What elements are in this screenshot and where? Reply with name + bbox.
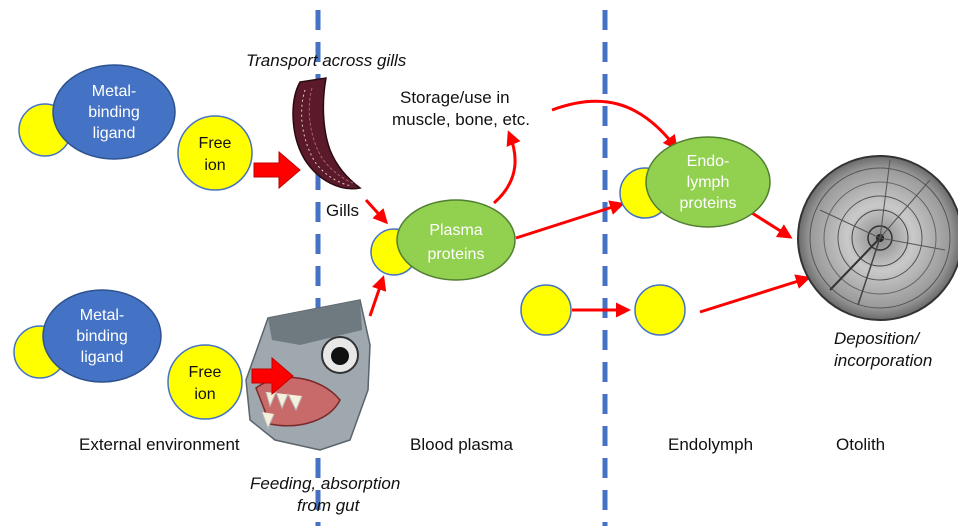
arrow-plasma-to-storage [494,133,515,203]
blood-plasma-label: Blood plasma [410,435,514,454]
otolith-label: Otolith [836,435,885,454]
endolymph-proteins-line2: lymph [687,174,730,191]
storage-label-line2: muscle, bone, etc. [392,110,530,129]
ligand-bottom-line1: Metal- [80,307,124,324]
plasma-proteins-line1: Plasma [429,222,482,239]
gill-image [293,78,360,189]
otolith-image [798,156,958,320]
endolymph-proteins-line1: Endo- [687,153,730,170]
free-ion-plasma [521,285,571,335]
ligand-bottom-line2: binding [76,328,128,345]
feeding-label-line2: from gut [297,496,361,515]
arrow-storage-to-endolymph [552,101,676,148]
free-ion-top-line1: Free [199,135,232,152]
arrow-endolymph-to-otolith [752,213,790,237]
arrow-ion-to-otolith [700,278,808,312]
plasma-proteins-node [397,200,515,280]
deposition-label-line1: Deposition/ [834,329,921,348]
arrow-gut-to-plasma [370,278,383,316]
endolymph-label: Endolymph [668,435,753,454]
free-ion-top-line2: ion [204,157,225,174]
ligand-top-line2: binding [88,104,140,121]
ligand-top-line3: ligand [93,125,136,142]
gills-label: Gills [326,201,359,220]
plasma-proteins-line2: proteins [428,246,485,263]
arrow-gills-to-plasma [366,200,386,222]
free-ion-endolymph [635,285,685,335]
feeding-label-line1: Feeding, absorption [250,474,400,493]
free-ion-bottom-line2: ion [194,386,215,403]
storage-label-line1: Storage/use in [400,88,510,107]
free-ion-bottom [168,345,242,419]
endolymph-proteins-line3: proteins [680,195,737,212]
free-ion-bottom-line1: Free [189,364,222,381]
block-arrow-top [254,152,300,188]
ligand-bottom-line3: ligand [81,349,124,366]
deposition-label-line2: incorporation [834,351,932,370]
free-ion-top [178,116,252,190]
external-environment-label: External environment [79,435,240,454]
transport-label: Transport across gills [246,51,407,70]
ligand-top-line1: Metal- [92,83,136,100]
